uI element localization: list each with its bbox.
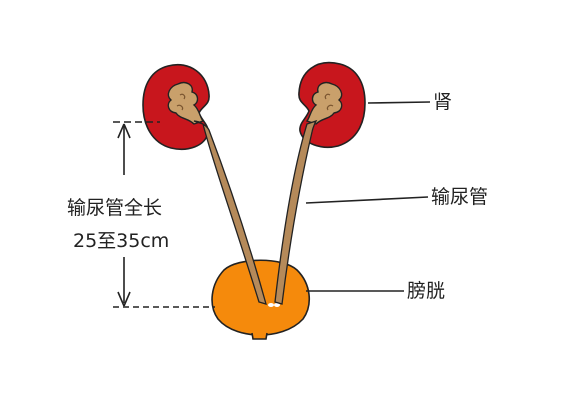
ureter-left [193, 120, 267, 305]
arrowhead-up [117, 123, 131, 139]
urethra-stub [251, 332, 268, 340]
kidney-right [298, 61, 366, 148]
kidney-leader-line [367, 101, 431, 104]
ureter-label: 输尿管 [431, 186, 488, 208]
kidney-left [142, 63, 210, 150]
renal-pelvis-right-detail [324, 93, 334, 111]
bladder-label: 膀胱 [407, 280, 445, 302]
kidney-label: 肾 [433, 91, 452, 113]
renal-pelvis-left-detail [176, 93, 186, 111]
ureter-right [274, 119, 318, 305]
ureter-leader-line [305, 196, 429, 204]
arrowhead-down [117, 291, 131, 307]
length-dimension [113, 121, 215, 308]
ureter-opening-left [268, 303, 274, 307]
length-value-label: 25至35cm [73, 230, 169, 252]
length-title-label: 输尿管全长 [67, 197, 162, 219]
ureter-opening-right [274, 303, 280, 307]
